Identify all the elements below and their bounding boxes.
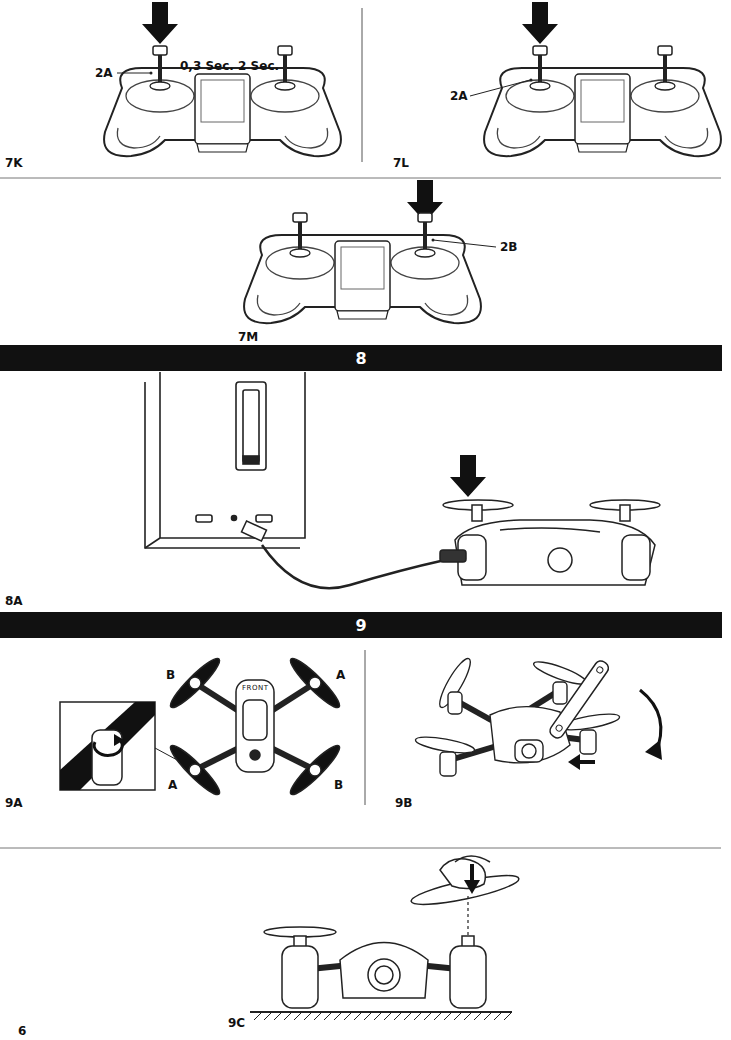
callout-number: 2A xyxy=(95,66,113,80)
figure-number: 7K xyxy=(5,156,23,170)
figure-number: 8A xyxy=(5,594,23,608)
section-band: 9 xyxy=(0,612,722,638)
figure-number: 7L xyxy=(393,156,409,170)
propeller-letter: A xyxy=(336,668,345,682)
section-band: 8 xyxy=(0,345,722,371)
callout-number: 2A xyxy=(450,89,468,103)
section-number: 8 xyxy=(355,349,366,368)
figure-number: 9C xyxy=(228,1016,245,1030)
section-number: 9 xyxy=(355,616,366,635)
propeller-letter: A xyxy=(168,778,177,792)
timing-note: 0,3 Sec. 2 Sec. xyxy=(180,59,279,73)
figure-number: 9B xyxy=(395,796,413,810)
front-marking: FRONT xyxy=(242,684,268,693)
page-number: 6 xyxy=(18,1024,26,1038)
figure-number: 9A xyxy=(5,796,23,810)
callout-number: 2B xyxy=(500,240,518,254)
figure-number: 7M xyxy=(238,330,258,344)
propeller-letter: B xyxy=(334,778,343,792)
propeller-letter: B xyxy=(166,668,175,682)
